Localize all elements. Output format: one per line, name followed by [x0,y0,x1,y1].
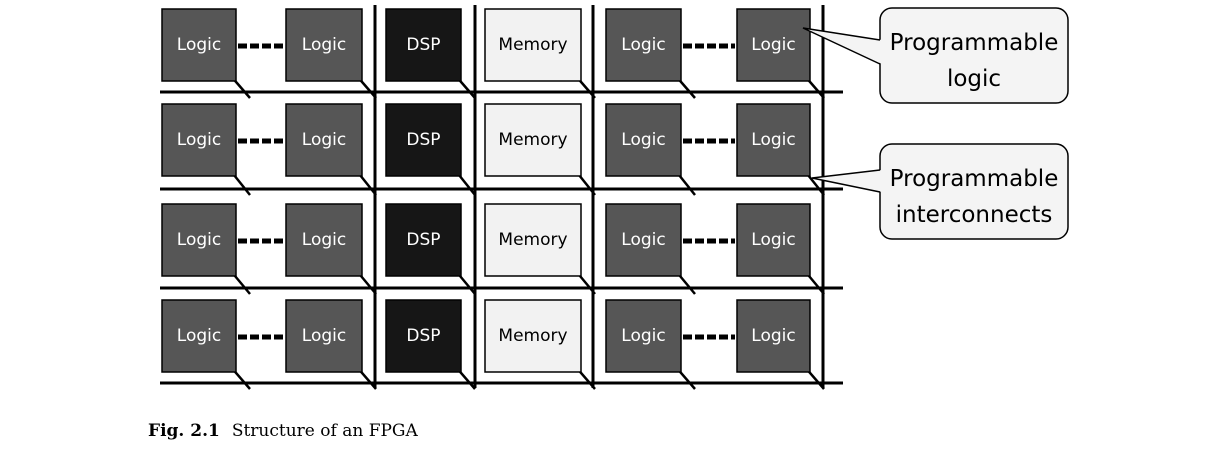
callout-1: Programmable logic [802,7,1069,104]
logic-block-body [736,103,811,177]
logic-block-label: Logic [177,230,221,250]
logic-block-body [736,299,811,373]
logic-block-body [605,8,682,82]
interconnect-wires [160,5,843,388]
callout-text-line: Programmable [890,30,1059,56]
dsp-block: DSP [385,103,476,196]
logic-block-label: Logic [621,230,665,250]
memory-block: Memory [484,203,596,295]
logic-block: Logic [605,299,696,390]
logic-block-body [161,103,237,177]
logic-block: Logic [605,8,696,99]
dsp-block: DSP [385,299,476,390]
callout-text-line: Programmable [890,166,1059,192]
memory-block-body [484,299,582,373]
logic-block-body [161,203,237,277]
dsp-block-body [385,8,462,82]
logic-block: Logic [161,299,251,390]
dsp-block-label: DSP [406,326,440,346]
memory-block-body [484,103,582,177]
callout-pointer [811,169,881,193]
memory-block-label: Memory [498,230,567,250]
figure-number: Fig. 2.1 [148,421,220,441]
logic-block-label: Logic [751,35,795,55]
memory-block-label: Memory [498,35,567,55]
logic-block-body [605,203,682,277]
logic-block: Logic [736,203,825,295]
dsp-block-label: DSP [406,130,440,150]
logic-block: Logic [285,103,377,196]
logic-block: Logic [605,203,696,295]
logic-block-label: Logic [302,130,346,150]
dsp-block-label: DSP [406,230,440,250]
logic-block: Logic [605,103,696,196]
logic-block-body [161,299,237,373]
dsp-block: DSP [385,203,476,295]
logic-block-label: Logic [302,35,346,55]
memory-block: Memory [484,103,596,196]
memory-block: Memory [484,299,596,390]
logic-block: Logic [161,103,251,196]
memory-block-body [484,203,582,277]
figure-caption: Fig. 2.1 Structure of an FPGA [148,421,418,441]
logic-block-label: Logic [177,35,221,55]
logic-block-label: Logic [302,326,346,346]
logic-block: Logic [736,103,825,196]
logic-block-body [605,103,682,177]
dsp-block: DSP [385,8,476,99]
logic-block: Logic [285,8,377,99]
memory-block-label: Memory [498,326,567,346]
logic-block-label: Logic [621,130,665,150]
figure-caption-text: Structure of an FPGA [231,421,418,441]
logic-block-label: Logic [751,130,795,150]
logic-block: Logic [736,299,825,390]
logic-block-body [736,8,811,82]
logic-block-body [736,203,811,277]
logic-block-label: Logic [302,230,346,250]
logic-block-body [161,8,237,82]
dsp-block-body [385,203,462,277]
logic-block-body [285,8,363,82]
logic-block: Logic [285,299,377,390]
callout-text-line: interconnects [896,202,1053,228]
callout-text-line: logic [947,66,1001,92]
logic-block: Logic [736,8,825,99]
logic-block-label: Logic [621,35,665,55]
dsp-block-label: DSP [406,35,440,55]
callout-pointer [802,27,881,65]
callout-pointer-fill [812,170,882,192]
logic-block: Logic [161,8,251,99]
logic-block-body [285,299,363,373]
memory-block-label: Memory [498,130,567,150]
logic-block-label: Logic [177,130,221,150]
dsp-block-body [385,103,462,177]
callouts: ProgrammablelogicProgrammableinterconnec… [802,7,1069,240]
logic-block: Logic [161,203,251,295]
logic-block-body [605,299,682,373]
dsp-block-body [385,299,462,373]
memory-block-body [484,8,582,82]
logic-block-label: Logic [621,326,665,346]
memory-block: Memory [484,8,596,99]
logic-block: Logic [285,203,377,295]
logic-block-label: Logic [751,326,795,346]
logic-block-body [285,103,363,177]
callout-2: Programmable interconnects [811,143,1069,240]
logic-block-label: Logic [177,326,221,346]
logic-block-body [285,203,363,277]
logic-block-label: Logic [751,230,795,250]
